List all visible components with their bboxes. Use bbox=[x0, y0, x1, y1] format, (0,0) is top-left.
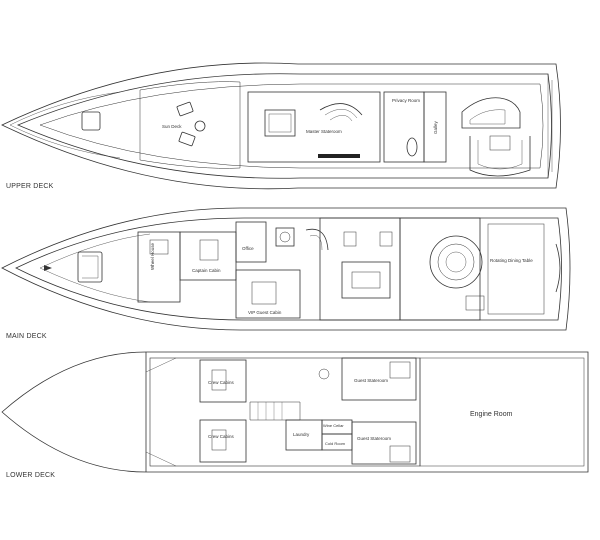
railing-bar bbox=[318, 154, 360, 158]
main-deck-hull bbox=[1, 207, 571, 331]
accommodation-block bbox=[149, 357, 421, 467]
tender bbox=[461, 97, 521, 129]
room-label-guest-stateroom-1: Guest Stateroom bbox=[354, 378, 388, 383]
engine-room-block bbox=[419, 357, 585, 467]
dining-area bbox=[399, 217, 481, 321]
room-label-wheel-house: Wheel House bbox=[150, 242, 155, 270]
deck-label-lower: LOWER DECK bbox=[6, 472, 56, 479]
salon-sofa bbox=[341, 261, 391, 299]
main-staircase bbox=[305, 228, 329, 251]
sunbed bbox=[178, 131, 196, 147]
room-label-cold-room: Cold Room bbox=[325, 441, 346, 446]
room-label-guest-stateroom-2: Guest Stateroom bbox=[357, 436, 391, 441]
salon bbox=[319, 217, 401, 321]
galley-block bbox=[423, 91, 447, 163]
room-label-privacy-room: Privacy Room bbox=[392, 98, 420, 103]
armchair bbox=[343, 231, 357, 247]
room-label-crew-cabins-2: Crew Cabins bbox=[208, 434, 235, 439]
bathtub bbox=[406, 137, 418, 157]
transom bbox=[555, 243, 561, 293]
main-deck-inner-hull bbox=[15, 217, 562, 321]
room-label-rotating-dining-table: Rotating Dining Table bbox=[490, 258, 533, 263]
staircase bbox=[319, 103, 363, 116]
upper-deck-bow-line bbox=[39, 83, 544, 169]
room-label-laundry: Laundry bbox=[293, 432, 310, 437]
crew-cabins-lower bbox=[199, 419, 247, 463]
lower-deck-hull bbox=[1, 351, 589, 473]
office-table bbox=[275, 227, 295, 247]
upper-deck: Sun Deck Master Stateroom Privacy Room G… bbox=[1, 62, 561, 190]
main-deck: Wheel House Captain Cabin Office VIP Gue… bbox=[1, 207, 571, 331]
crew-cabins-upper bbox=[199, 359, 247, 403]
room-label-office: Office bbox=[242, 246, 254, 251]
office-block bbox=[235, 221, 267, 263]
room-label-vip-guest-cabin: VIP Guest Cabin bbox=[248, 310, 282, 315]
vip-guest-cabin-block bbox=[235, 269, 301, 319]
master-stateroom-block bbox=[247, 91, 381, 163]
deck-label-main: MAIN DECK bbox=[6, 333, 47, 340]
room-label-crew-cabins-1: Crew Cabins bbox=[208, 380, 235, 385]
upper-deck-inner-hull bbox=[16, 73, 552, 179]
sunbed bbox=[176, 101, 194, 117]
aft-table bbox=[489, 135, 511, 151]
aft-deck bbox=[487, 223, 545, 315]
room-label-galley: Galley bbox=[433, 120, 438, 134]
aft-lounge bbox=[469, 136, 531, 177]
master-bed bbox=[264, 109, 296, 137]
forward-hatch bbox=[81, 111, 101, 131]
armchair bbox=[379, 231, 393, 247]
room-label-master-stateroom: Master Stateroom bbox=[306, 129, 342, 134]
room-label-sun-deck: Sun Deck bbox=[162, 124, 182, 129]
anchor-mark bbox=[44, 265, 52, 271]
room-label-wine-cellar: Wine Cellar bbox=[323, 423, 344, 428]
room-label-captain-cabin: Captain Cabin bbox=[192, 268, 221, 273]
bow-seating bbox=[77, 251, 103, 283]
sun-deck-table bbox=[194, 120, 206, 132]
upper-deck-hull bbox=[1, 62, 561, 190]
sun-deck-area bbox=[139, 81, 241, 169]
guest-stateroom-lower bbox=[351, 421, 417, 465]
guest-stateroom-upper bbox=[341, 357, 417, 401]
deck-label-upper: UPPER DECK bbox=[6, 183, 54, 190]
rotating-dining-table bbox=[429, 235, 483, 289]
lower-deck: Crew Cabins Crew Cabins Guest Stateroom … bbox=[1, 351, 589, 473]
room-label-engine-room: Engine Room bbox=[470, 411, 513, 418]
wheel-house-block bbox=[137, 231, 181, 303]
